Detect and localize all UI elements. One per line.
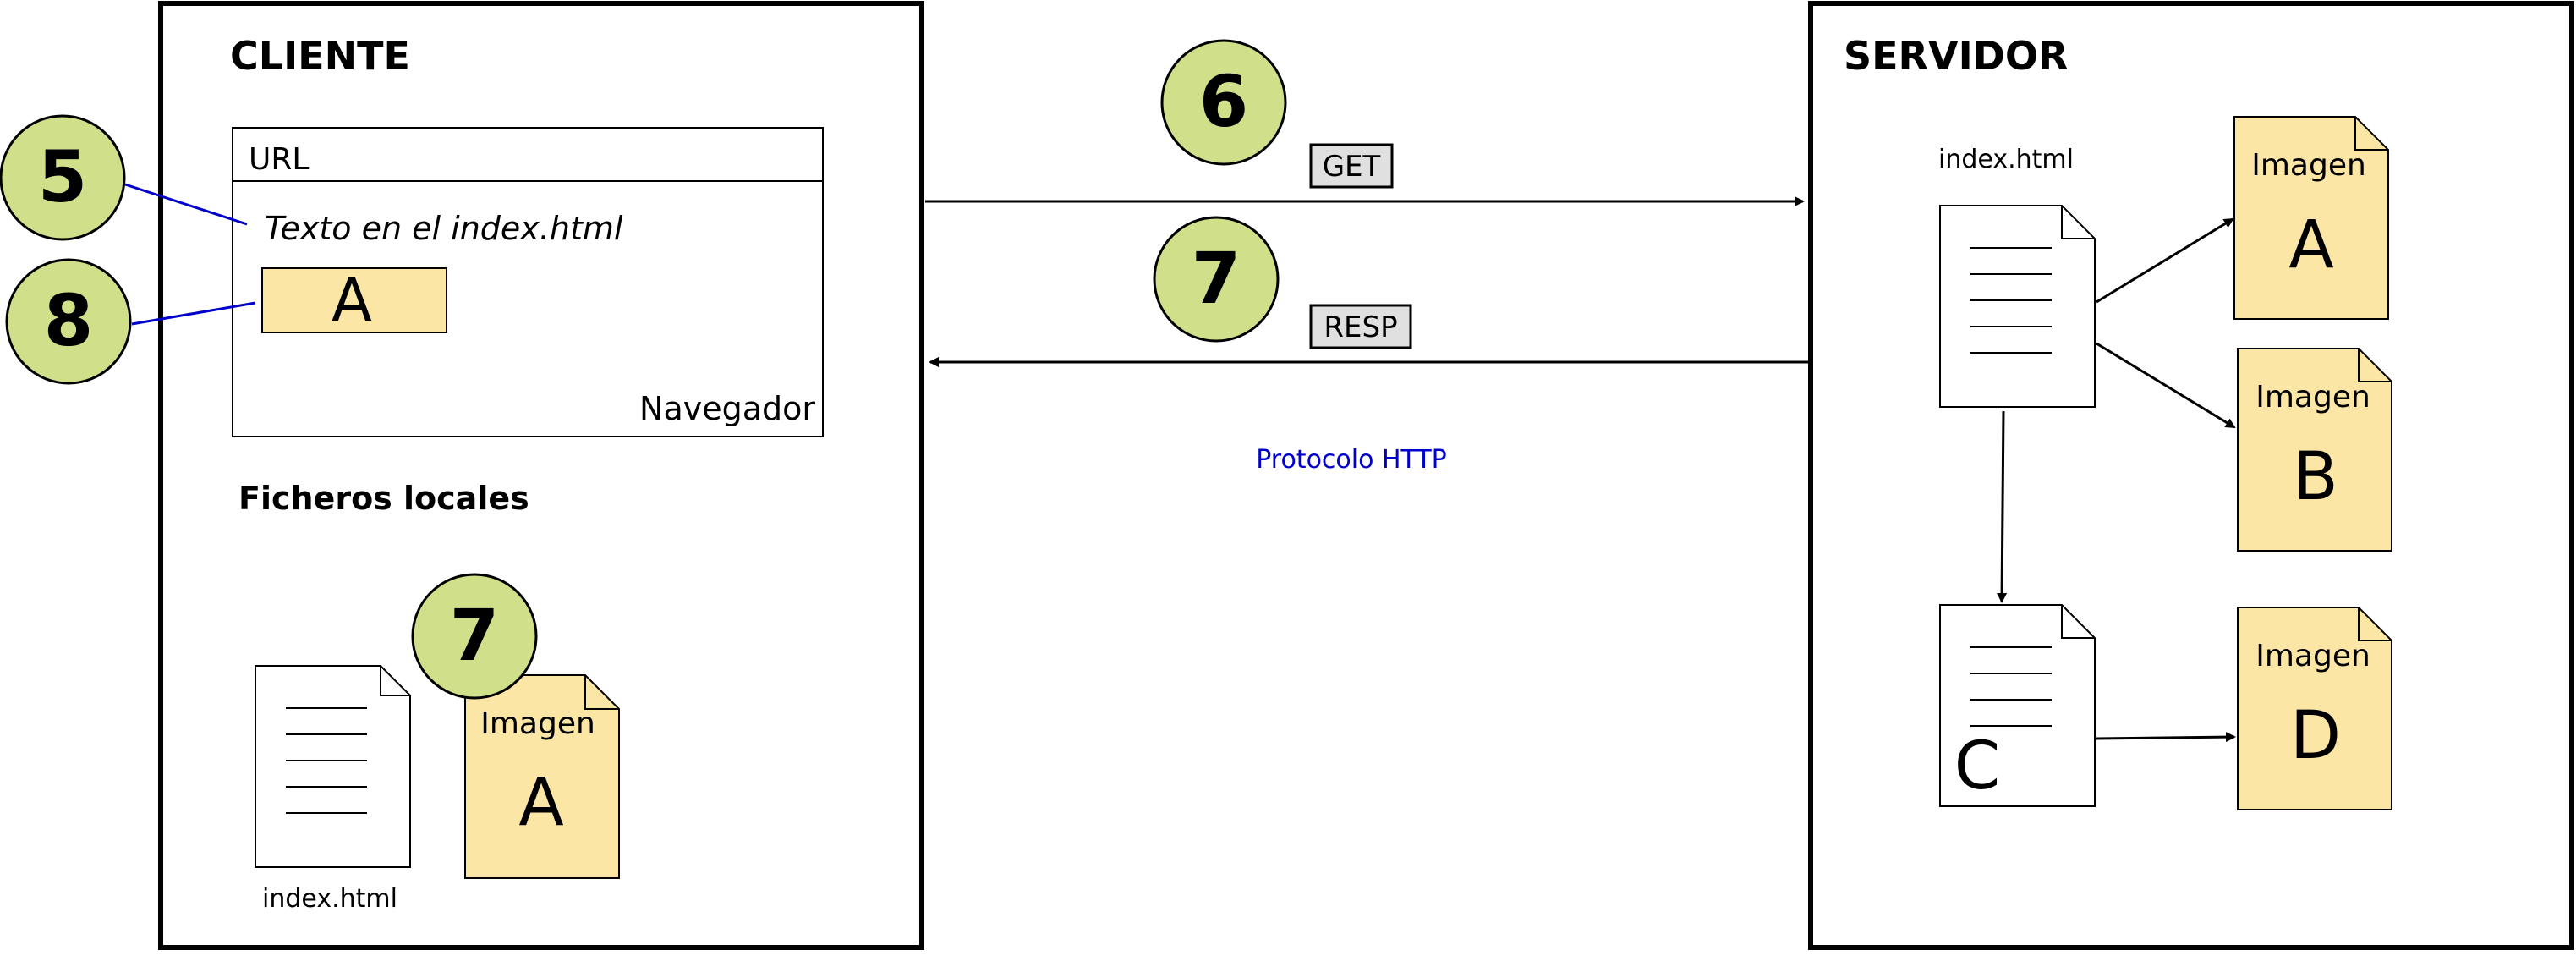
server-image-d-letter: D (2290, 698, 2341, 774)
step-7-local: 7 (411, 573, 538, 700)
server-doc-c: C (1939, 604, 2096, 807)
server-image-b: Imagen B (2237, 348, 2392, 552)
browser-page-text: Texto en el index.html (265, 210, 623, 247)
server-image-a-label: Imagen (2251, 148, 2366, 183)
svg-text:7: 7 (1192, 237, 1241, 320)
browser-name: Navegador (639, 390, 815, 427)
server-doc-c-letter: C (1954, 728, 2000, 805)
step-8: 8 (5, 258, 256, 385)
server-box: SERVIDOR (1808, 1, 2574, 950)
local-image-a: Imagen A (464, 674, 620, 879)
get-label-box: GET (1309, 143, 1394, 189)
resp-label-box: RESP (1309, 304, 1412, 349)
get-label: GET (1323, 150, 1381, 184)
server-image-a-letter: A (2288, 207, 2333, 283)
local-image-label: Imagen (480, 706, 595, 741)
browser-image-letter: A (332, 266, 372, 335)
browser-window: URL Texto en el index.html A Navegador (232, 127, 824, 437)
svg-text:8: 8 (44, 279, 93, 362)
svg-text:7: 7 (450, 594, 499, 677)
local-index-name: index.html (262, 884, 397, 914)
protocol-name: Protocolo HTTP (1256, 445, 1447, 475)
step-6: 6 (1160, 39, 1287, 166)
step-5: 5 (0, 114, 248, 241)
client-title: CLIENTE (230, 33, 410, 79)
arrow-c-to-d (2096, 732, 2236, 743)
server-index-doc (1939, 205, 2096, 408)
arrow-index-to-b (2096, 342, 2236, 429)
server-image-d-label: Imagen (2255, 639, 2370, 673)
local-image-letter: A (518, 765, 563, 841)
local-files-title: Ficheros locales (238, 480, 529, 517)
server-image-a: Imagen A (2233, 116, 2389, 320)
browser-image-a (261, 267, 447, 333)
local-index-doc (255, 665, 411, 868)
svg-text:5: 5 (38, 135, 87, 218)
resp-label: RESP (1324, 310, 1397, 344)
server-title: SERVIDOR (1844, 33, 2068, 79)
url-label: URL (249, 142, 309, 177)
server-index-name: index.html (1938, 145, 2074, 174)
server-image-d: Imagen D (2237, 607, 2392, 810)
server-image-b-letter: B (2293, 439, 2338, 515)
server-image-b-label: Imagen (2255, 380, 2370, 415)
svg-text:6: 6 (1199, 60, 1248, 143)
arrow-index-to-a (2096, 217, 2234, 304)
arrow-index-to-c (1997, 410, 2008, 603)
step-7-response: 7 (1153, 216, 1280, 343)
